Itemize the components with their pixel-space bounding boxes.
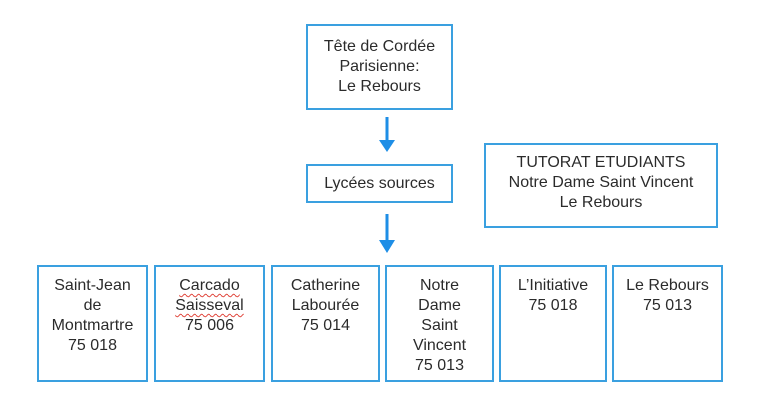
school-postcode: 75 018 <box>528 297 578 314</box>
school-line: L’Initiative <box>517 277 589 294</box>
school-line: de <box>83 297 102 314</box>
school-postcode: 75 018 <box>68 337 117 354</box>
school-line: Montmartre <box>51 317 134 334</box>
root-line: Tête de Cordée <box>323 38 436 55</box>
tutorat-line: Le Rebours <box>559 194 643 211</box>
arrow-down-icon <box>379 214 395 253</box>
school-line: Saint-Jean <box>54 277 131 294</box>
school-line: Saisseval <box>175 297 244 314</box>
school-box-notre-dame-saint-vincent: Notre Dame Saint Vincent 75 013 <box>385 265 494 382</box>
school-line: Carcado <box>179 277 240 294</box>
sources-box: Lycées sources <box>306 164 453 203</box>
school-postcode: 75 013 <box>643 297 692 314</box>
school-line: Le Rebours <box>626 277 709 294</box>
school-box-catherine-labouree: Catherine Labourée 75 014 <box>271 265 380 382</box>
school-line: Vincent <box>412 337 467 354</box>
school-box-saint-jean-de-montmartre: Saint-Jean de Montmartre 75 018 <box>37 265 148 382</box>
root-line: Le Rebours <box>338 78 421 95</box>
school-box-le-rebours: Le Rebours 75 013 <box>612 265 723 382</box>
school-line: Notre <box>419 277 460 294</box>
school-line: Labourée <box>291 297 360 314</box>
school-postcode: 75 013 <box>415 357 464 374</box>
sources-label: Lycées sources <box>324 175 435 192</box>
tutorat-box: TUTORAT ETUDIANTS Notre Dame Saint Vince… <box>484 143 718 228</box>
school-box-l-initiative: L’Initiative 75 018 <box>499 265 607 382</box>
arrow-down-icon <box>379 117 395 152</box>
school-postcode: 75 014 <box>301 317 350 334</box>
school-line: Saint <box>421 317 458 334</box>
tutorat-line: TUTORAT ETUDIANTS <box>516 154 686 171</box>
root-line: Parisienne: <box>339 58 420 75</box>
school-postcode: 75 006 <box>185 317 234 334</box>
tutorat-line: Notre Dame Saint Vincent <box>508 174 694 191</box>
school-line: Dame <box>418 297 461 314</box>
school-box-carcado-saisseval: Carcado Saisseval 75 006 <box>154 265 265 382</box>
root-box-tete-de-cordee: Tête de Cordée Parisienne: Le Rebours <box>306 24 453 110</box>
school-line: Catherine <box>290 277 361 294</box>
